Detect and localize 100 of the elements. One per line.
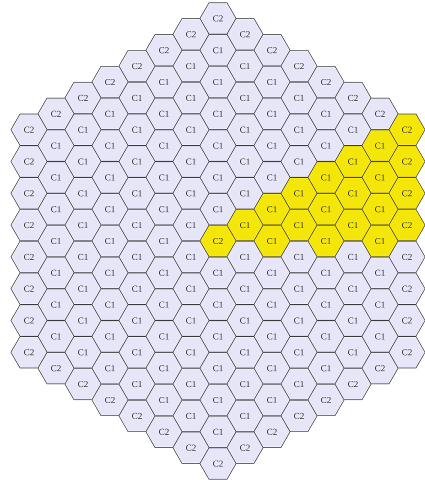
hexagon-cell: C1 bbox=[172, 114, 210, 146]
hexagon-cell: C1 bbox=[200, 256, 236, 289]
hexagon-cell: C1 bbox=[280, 145, 318, 178]
hexagon-cell: C2 bbox=[10, 304, 48, 337]
hexagon-cell: C1 bbox=[92, 130, 128, 162]
hexagon-cell: C2 bbox=[172, 18, 210, 50]
hexagon-cell: C1 bbox=[334, 240, 372, 273]
hexagon-cell: C1 bbox=[92, 224, 128, 258]
hexagon-cell: C2 bbox=[388, 209, 425, 242]
hexagon-cell: C1 bbox=[200, 130, 236, 162]
hexagon-cell: C1 bbox=[92, 288, 128, 321]
hexagon-cell: C1 bbox=[146, 320, 182, 352]
hexagon-cell: C1 bbox=[254, 352, 290, 384]
hexagon-cell: C1 bbox=[172, 177, 210, 210]
hexagon-cell: C1 bbox=[280, 177, 318, 210]
hexagon-cell: C1 bbox=[361, 161, 398, 194]
hexagon-cell: C1 bbox=[146, 161, 182, 194]
hexagon-cell: C1 bbox=[64, 177, 102, 210]
hexagon-cell: C1 bbox=[361, 224, 398, 258]
hexagon-cell: C1 bbox=[226, 272, 264, 305]
hexagon-cell: C1 bbox=[92, 320, 128, 352]
hexagon-cell: C1 bbox=[361, 130, 398, 162]
hexagon-cell: C2 bbox=[280, 400, 318, 432]
hexagon-cell: C1 bbox=[226, 209, 264, 242]
hexagon-cell: C1 bbox=[254, 66, 290, 98]
hexagon-cell: C2 bbox=[118, 50, 156, 82]
hexagon-cell: C1 bbox=[226, 304, 264, 337]
node-label: C2 bbox=[402, 158, 412, 165]
hexagon-cell: C2 bbox=[64, 368, 102, 400]
hexagon-cell: C1 bbox=[226, 50, 264, 82]
hexagon-cell: C2 bbox=[334, 82, 372, 114]
hexagon-cell: C1 bbox=[254, 98, 290, 130]
hexagon-cell: C1 bbox=[308, 352, 344, 384]
hexagon-cell: C1 bbox=[64, 209, 102, 242]
hexagon-cell: C2 bbox=[388, 114, 425, 146]
hexagon-cell: C2 bbox=[38, 98, 74, 130]
hexagon-cell: C2 bbox=[361, 98, 398, 130]
node-label: C2 bbox=[402, 349, 412, 356]
hexagon-cell: C1 bbox=[308, 320, 344, 352]
hexagon-cell: C2 bbox=[172, 432, 210, 464]
hexagon-cell: C1 bbox=[200, 193, 236, 226]
hexagon-cell: C2 bbox=[308, 66, 344, 98]
hexagon-cell: C1 bbox=[146, 352, 182, 384]
hexagon-cell: C2 bbox=[226, 432, 264, 464]
hexagon-cell: C1 bbox=[226, 368, 264, 400]
hexagon-cell: C2 bbox=[361, 352, 398, 384]
hexagon-cell: C1 bbox=[146, 384, 182, 416]
hexagon-cell: C1 bbox=[226, 82, 264, 114]
hexagon-cell: C1 bbox=[64, 240, 102, 273]
hexagon-cell: C1 bbox=[226, 336, 264, 368]
hexagon-cell: C2 bbox=[226, 18, 264, 50]
hexagon-cell: C1 bbox=[146, 66, 182, 98]
hexagon-cell: C2 bbox=[254, 416, 290, 448]
hexagon-cell: C1 bbox=[172, 145, 210, 178]
hexagon-cell: C1 bbox=[172, 272, 210, 305]
hexagon-cell: C1 bbox=[118, 209, 156, 242]
hexagon-cell: C1 bbox=[38, 193, 74, 226]
hexagon-cell: C1 bbox=[308, 288, 344, 321]
hexagon-cell: C1 bbox=[172, 240, 210, 273]
hexagon-cell: C1 bbox=[172, 82, 210, 114]
node-label: C2 bbox=[402, 222, 412, 228]
hexagon-cell: C1 bbox=[308, 193, 344, 226]
hexagon-cell: C2 bbox=[10, 336, 48, 368]
hexagon-cell: C1 bbox=[172, 209, 210, 242]
hexagon-cell: C1 bbox=[280, 304, 318, 337]
hexagon-cell: C1 bbox=[361, 193, 398, 226]
hexagon-cell: C1 bbox=[200, 161, 236, 194]
hexagon-cell: C1 bbox=[334, 336, 372, 368]
hexagon-cell: C1 bbox=[280, 336, 318, 368]
hexagon-cell: C1 bbox=[254, 193, 290, 226]
hexagon-cell: C1 bbox=[172, 50, 210, 82]
hexagon-cell: C1 bbox=[226, 114, 264, 146]
hexagon-cell: C1 bbox=[280, 272, 318, 305]
hexagon-cell: C1 bbox=[38, 256, 74, 289]
hexagon-cell: C1 bbox=[200, 98, 236, 130]
hexagon-cell: C2 bbox=[280, 50, 318, 82]
hexagon-cell: C1 bbox=[361, 288, 398, 321]
hexagon-cell: C1 bbox=[118, 240, 156, 273]
hexagon-cell: C1 bbox=[226, 400, 264, 432]
hexagon-cell: C1 bbox=[118, 114, 156, 146]
hexagon-cell: C2 bbox=[388, 272, 425, 305]
hexagon-cell: C2 bbox=[10, 272, 48, 305]
hexagon-cell: C1 bbox=[118, 304, 156, 337]
hexagon-cell: C2 bbox=[10, 145, 48, 178]
hexagon-cell: C1 bbox=[146, 288, 182, 321]
hexagon-cell: C1 bbox=[118, 82, 156, 114]
hexagon-cell: C1 bbox=[226, 240, 264, 273]
node-label: C2 bbox=[402, 286, 412, 292]
hexagon-cell: C1 bbox=[146, 256, 182, 289]
hexagon-cell: C1 bbox=[254, 256, 290, 289]
hexagon-cell: C1 bbox=[334, 272, 372, 305]
hexagon-cell: C1 bbox=[92, 256, 128, 289]
hexagon-cell: C2 bbox=[308, 384, 344, 416]
hexagon-cell: C1 bbox=[334, 209, 372, 242]
hexagon-cell: C1 bbox=[334, 304, 372, 337]
hexagon-cell: C1 bbox=[146, 98, 182, 130]
hexagon-cell: C1 bbox=[172, 304, 210, 337]
hexagon-cell: C1 bbox=[200, 288, 236, 321]
hexagon-cell: C2 bbox=[118, 400, 156, 432]
hexagon-cell: C1 bbox=[308, 130, 344, 162]
